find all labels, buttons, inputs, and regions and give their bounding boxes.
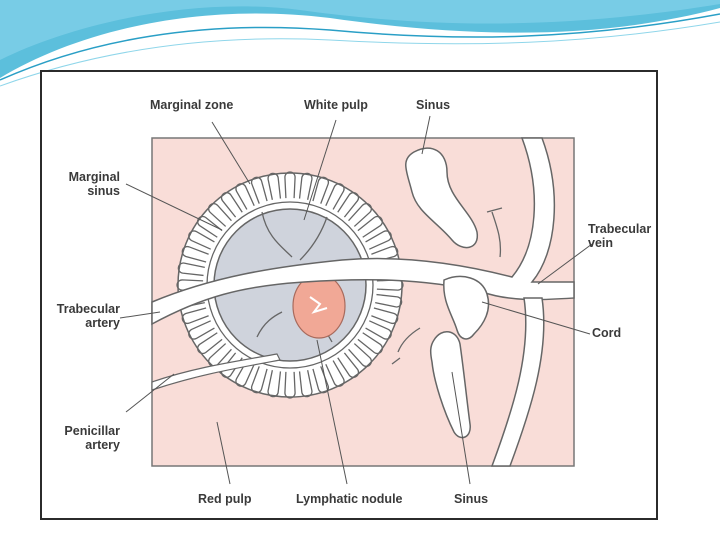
- marginal-sinus-loop: [188, 230, 215, 250]
- leader-lines: [119, 115, 593, 485]
- trabecular-artery-line1: Trabecular: [56, 302, 120, 316]
- label-cord: Cord: [592, 326, 622, 340]
- marginal-sinus-loop: [235, 360, 255, 387]
- right-vessel: [490, 297, 545, 467]
- marginal-sinus-loop: [208, 203, 232, 227]
- sinus-upper: [405, 147, 478, 249]
- marginal-sinus-loop: [188, 320, 215, 340]
- label-sinus-bottom: Sinus: [454, 492, 489, 506]
- label-trabecular-artery: Trabecular artery: [52, 302, 120, 330]
- marginal-sinus-loop: [371, 307, 399, 325]
- marginal-sinus-loop: [357, 215, 383, 238]
- marginal-sinus-loop: [267, 370, 282, 398]
- marginal-sinus-loop: [348, 343, 372, 367]
- label-penicillar-artery: Penicillar artery: [52, 424, 120, 452]
- label-marginal-sinus: Marginal sinus: [60, 170, 120, 198]
- marginal-sinus-loop: [337, 352, 360, 378]
- penicillar-artery-line2: artery: [85, 438, 120, 452]
- label-lymphatic-nodule: Lymphatic nodule: [296, 492, 403, 506]
- marginal-sinus-loop: [337, 192, 360, 218]
- marginal-sinus-loop: [284, 371, 296, 399]
- marginal-sinus-line1: Marginal: [68, 170, 120, 184]
- diagram-frame: Marginal zone White pulp Sinus Marginal …: [40, 70, 658, 520]
- marginal-sinus-loop: [235, 183, 255, 210]
- slide-banner: [0, 0, 720, 87]
- label-white-pulp: White pulp: [304, 98, 368, 112]
- penicillar-artery-shape: [151, 353, 281, 391]
- marginal-sinus-loop: [298, 370, 313, 398]
- marginal-sinus-loop: [375, 293, 403, 308]
- trabecular-vein-line1: Trabecular: [588, 222, 652, 236]
- label-trabecular-vein: Trabecular vein: [588, 222, 651, 250]
- label-red-pulp: Red pulp: [198, 492, 252, 506]
- marginal-sinus-loop: [298, 172, 313, 200]
- marginal-sinus-loop: [348, 203, 372, 227]
- marginal-sinus-loop: [250, 176, 268, 204]
- marginal-sinus-line2: sinus: [87, 184, 120, 198]
- label-sinus-top: Sinus: [416, 98, 451, 112]
- marginal-sinus-loop: [325, 183, 345, 210]
- cord-shape: [443, 275, 490, 340]
- spleen-diagram: [119, 115, 593, 485]
- marginal-sinus-loop: [312, 176, 330, 204]
- marginal-sinus-loop: [325, 360, 345, 387]
- marginal-sinus-loop: [357, 332, 383, 355]
- marginal-sinus-loop: [365, 230, 392, 250]
- marginal-sinus-loop: [181, 307, 209, 325]
- trabecular-artery-line2: artery: [85, 316, 120, 330]
- marginal-sinus-loop: [371, 245, 399, 263]
- label-marginal-zone: Marginal zone: [150, 98, 234, 112]
- marginal-sinus-loop: [250, 366, 268, 394]
- sinus-lower: [429, 331, 471, 439]
- marginal-sinus-loop: [365, 320, 392, 340]
- marginal-sinus-loop: [177, 262, 205, 277]
- marginal-sinus-loop: [284, 171, 296, 199]
- marginal-sinus-loop: [267, 172, 282, 200]
- trabecular-vein-line2: vein: [588, 236, 614, 250]
- marginal-sinus-loop: [220, 192, 243, 218]
- marginal-sinus-loop: [312, 366, 330, 394]
- marginal-sinus-loop: [197, 332, 223, 355]
- marginal-sinus-loop: [181, 245, 209, 263]
- penicillar-artery-line1: Penicillar: [64, 424, 120, 438]
